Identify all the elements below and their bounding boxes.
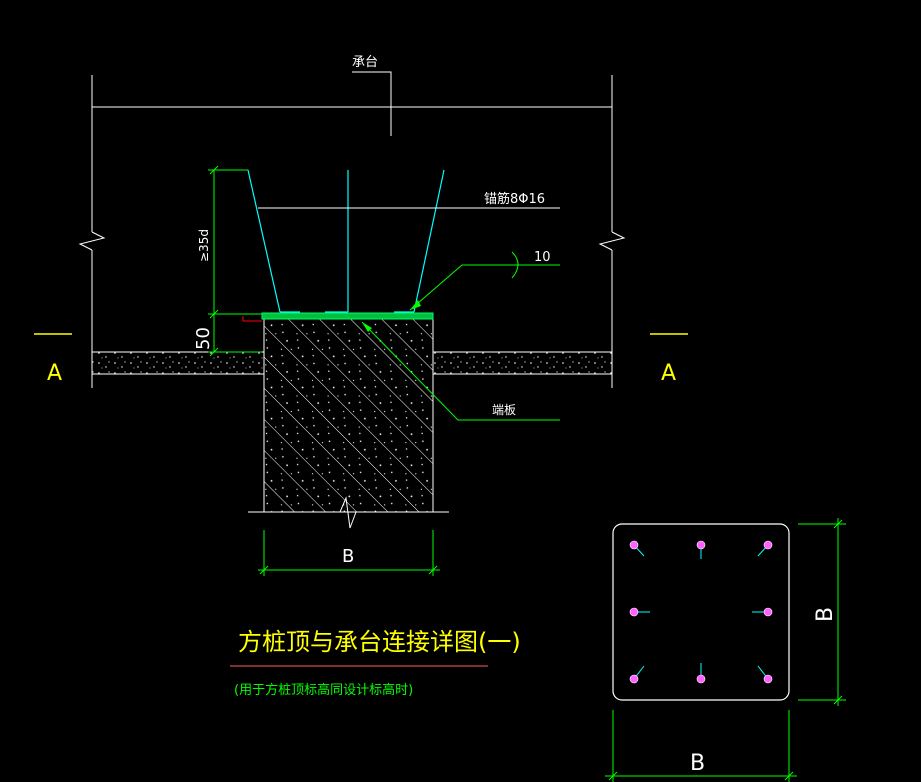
plan-width-dimension — [605, 710, 797, 782]
plan-view-outline — [612, 523, 790, 701]
embed-length-label: ≥35d — [197, 229, 211, 262]
plan-height-dimension — [798, 518, 846, 706]
plate-thickness-arrow — [410, 300, 421, 310]
end-plate-label: 端板 — [492, 403, 516, 417]
plate-thickness-callout — [409, 251, 560, 311]
slab-left — [91, 351, 265, 375]
section-right-label: A — [661, 361, 676, 386]
weld-marker — [242, 316, 262, 322]
end-plate-arrow — [362, 322, 372, 332]
pile-cap-label: 承台 — [352, 55, 378, 70]
pile-width-dimension — [258, 530, 440, 576]
top-offset-label: 50 — [193, 327, 214, 350]
rebar-right-mid — [752, 607, 773, 617]
plate-thickness-label: 10 — [534, 250, 551, 265]
embed-length-dimension — [208, 165, 262, 357]
plan-view-rebars — [629, 540, 773, 684]
rebar-left-mid — [629, 607, 650, 617]
pile-break-line — [248, 496, 449, 529]
rebar-corner-br — [757, 665, 773, 684]
pile-width-label: B — [342, 546, 354, 567]
rebar-corner-tl — [629, 540, 645, 557]
section-left-label: A — [47, 361, 62, 386]
slab-right — [432, 351, 613, 375]
pile-body — [263, 317, 434, 513]
anchor-bars — [247, 169, 445, 313]
anchor-bar-label: 锚筋8Φ16 — [484, 191, 545, 207]
end-plate-leader — [361, 321, 560, 421]
rebar-bottom-mid — [696, 663, 706, 684]
plan-height-label: B — [813, 607, 838, 622]
rebar-corner-tr — [757, 540, 773, 557]
drawing-subtitle: (用于方桩顶标高同设计标高时) — [234, 682, 413, 698]
pile-cap-leader — [352, 71, 392, 136]
plan-width-label: B — [690, 751, 705, 776]
pile-cap-outline — [78, 75, 626, 388]
rebar-corner-bl — [629, 665, 645, 684]
rebar-top-mid — [696, 540, 706, 559]
end-plate — [261, 312, 434, 320]
drawing-title: 方桩顶与承台连接详图(一) — [238, 628, 521, 656]
